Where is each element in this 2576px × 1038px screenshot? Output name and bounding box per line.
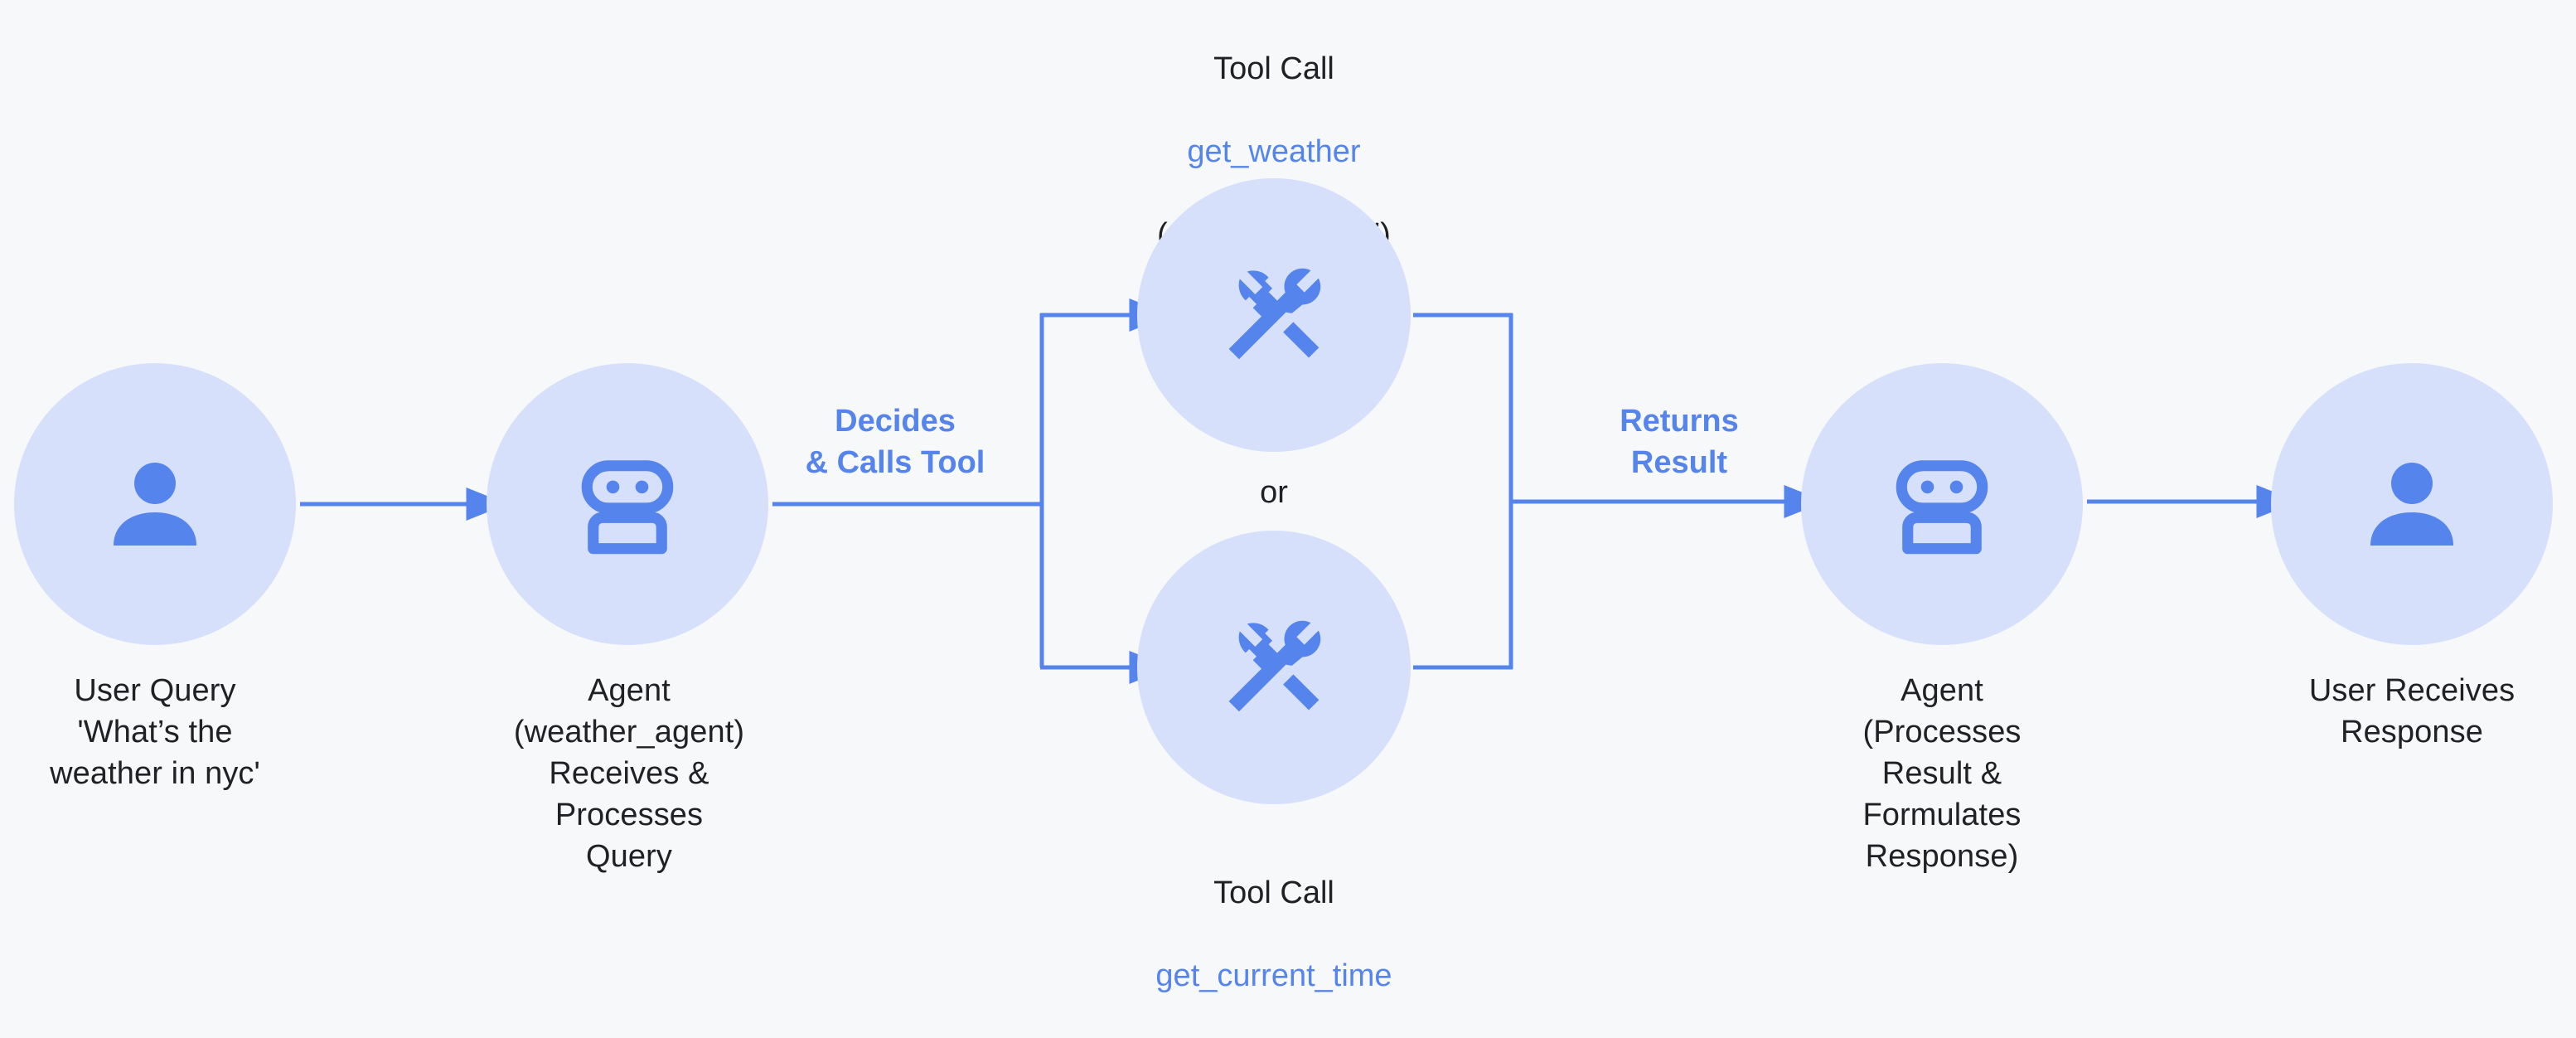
agent-receives-bubble[interactable]: [487, 363, 768, 645]
agent-processes-bubble[interactable]: [1801, 363, 2083, 645]
tool-call-label-bottom: Tool Call: [1213, 876, 1334, 910]
tool-get-weather-bubble[interactable]: [1137, 178, 1411, 452]
user-response-caption: User Receives Response: [2308, 673, 2515, 749]
user-query-caption: User Query 'What’s the weather in nyc': [50, 673, 260, 791]
tool-function-name-bottom: get_current_time: [1155, 958, 1392, 993]
tool-function-name-top: get_weather: [1187, 134, 1361, 169]
tool-get-current-time-caption: Tool Call get_current_time: [1092, 831, 1456, 1038]
edge-label-decides-calls-tool: Decides & Calls Tool: [805, 404, 985, 480]
person-icon: [2350, 442, 2474, 566]
user-response-bubble[interactable]: [2271, 363, 2553, 645]
tool-get-current-time-bubble[interactable]: [1137, 531, 1411, 804]
agent-receives-caption: Agent (weather_agent) Receives & Process…: [513, 673, 745, 874]
handyman-tools-icon: [1212, 605, 1336, 730]
tool-call-label-top: Tool Call: [1213, 51, 1334, 86]
edge-label-returns-result: Returns Result: [1620, 404, 1739, 480]
robot-icon: [565, 442, 690, 566]
or-label: or: [1260, 475, 1288, 510]
handyman-tools-icon: [1212, 253, 1336, 377]
connector-lines: [300, 298, 2298, 684]
user-query-bubble[interactable]: [14, 363, 296, 645]
person-icon: [93, 442, 217, 566]
robot-icon: [1880, 442, 2004, 566]
agent-tool-flow-diagram: User Query 'What’s the weather in nyc' A…: [14, 51, 2553, 993]
agent-processes-caption: Agent (Processes Result & Formulates Res…: [1862, 673, 2022, 874]
